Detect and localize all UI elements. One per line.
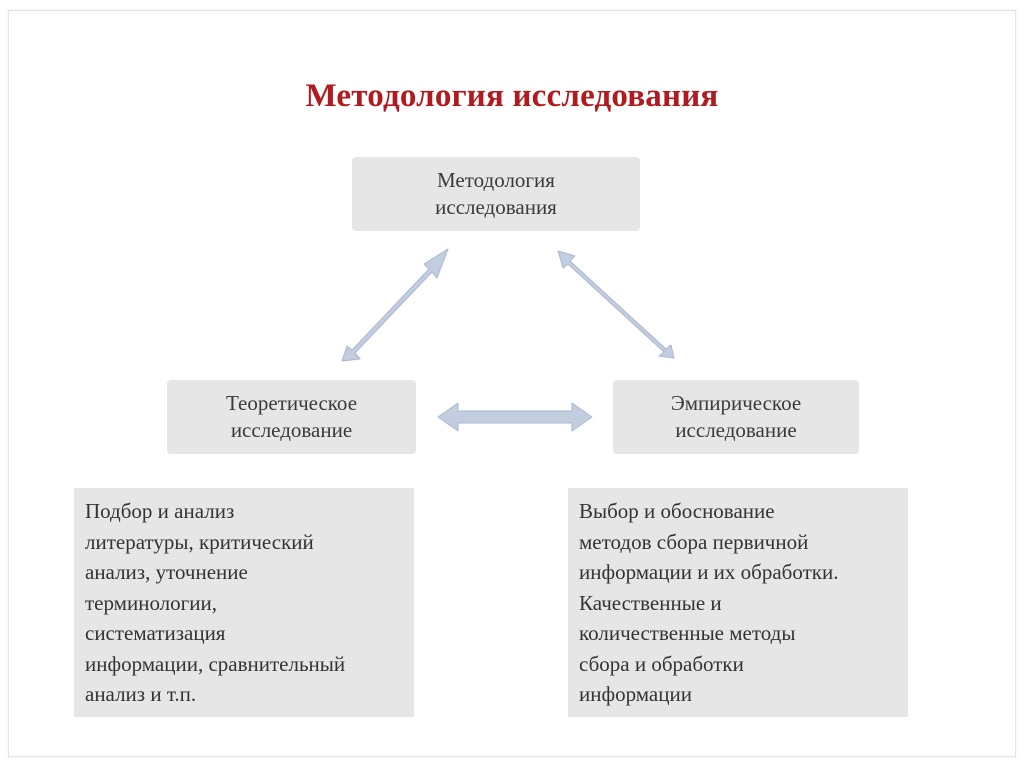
node-empirical-line-1: Эмпирическое — [670, 391, 802, 415]
node-empirical: Эмпирическое исследование — [613, 380, 859, 454]
theoretical-description-line: анализ и т.п. — [85, 682, 197, 706]
theoretical-description-line: систематизация — [85, 621, 226, 645]
double-arrow-top-right — [557, 250, 675, 359]
node-theoretical-line-2: исследование — [230, 418, 353, 442]
theoretical-description-line: терминологии, — [85, 590, 217, 615]
node-empirical-line-2: исследование — [675, 418, 797, 442]
page-title: Методология исследования — [305, 78, 719, 114]
node-theoretical-line-1: Теоретическое — [225, 391, 358, 415]
empirical-description-line: Качественные и — [579, 590, 722, 615]
empirical-description-line: информации — [579, 682, 692, 706]
node-methodology-line-2: исследования — [435, 195, 557, 219]
node-methodology-line-1: Методология — [437, 168, 555, 192]
theoretical-description-line: информации, сравнительный — [85, 651, 346, 676]
node-empirical-text: Эмпирическое исследование — [671, 390, 801, 444]
theoretical-description-panel: Подбор и анализ литературы, критический … — [74, 488, 414, 717]
double-arrow-horizontal — [437, 402, 593, 432]
empirical-description-panel: Выбор и обоснование методов сбора первич… — [568, 488, 908, 717]
node-theoretical-text: Теоретическое исследование — [226, 390, 357, 444]
theoretical-description-line: Подбор и анализ — [85, 499, 235, 523]
theoretical-description-line: анализ, уточнение — [85, 560, 248, 584]
empirical-description-line: Выбор и обоснование — [579, 499, 775, 523]
double-arrow-top-left — [341, 248, 449, 362]
empirical-description-line: сбора и обработки — [579, 651, 744, 676]
empirical-description-line: количественные методы — [579, 621, 796, 645]
empirical-description-line: информации и их обработки. — [579, 560, 839, 584]
node-methodology: Методология исследования — [352, 157, 640, 231]
theoretical-description-line: литературы, критический — [85, 529, 314, 554]
node-methodology-text: Методология исследования — [435, 167, 557, 221]
node-theoretical: Теоретическое исследование — [167, 380, 416, 454]
empirical-description-line: методов сбора первичной — [579, 529, 809, 554]
